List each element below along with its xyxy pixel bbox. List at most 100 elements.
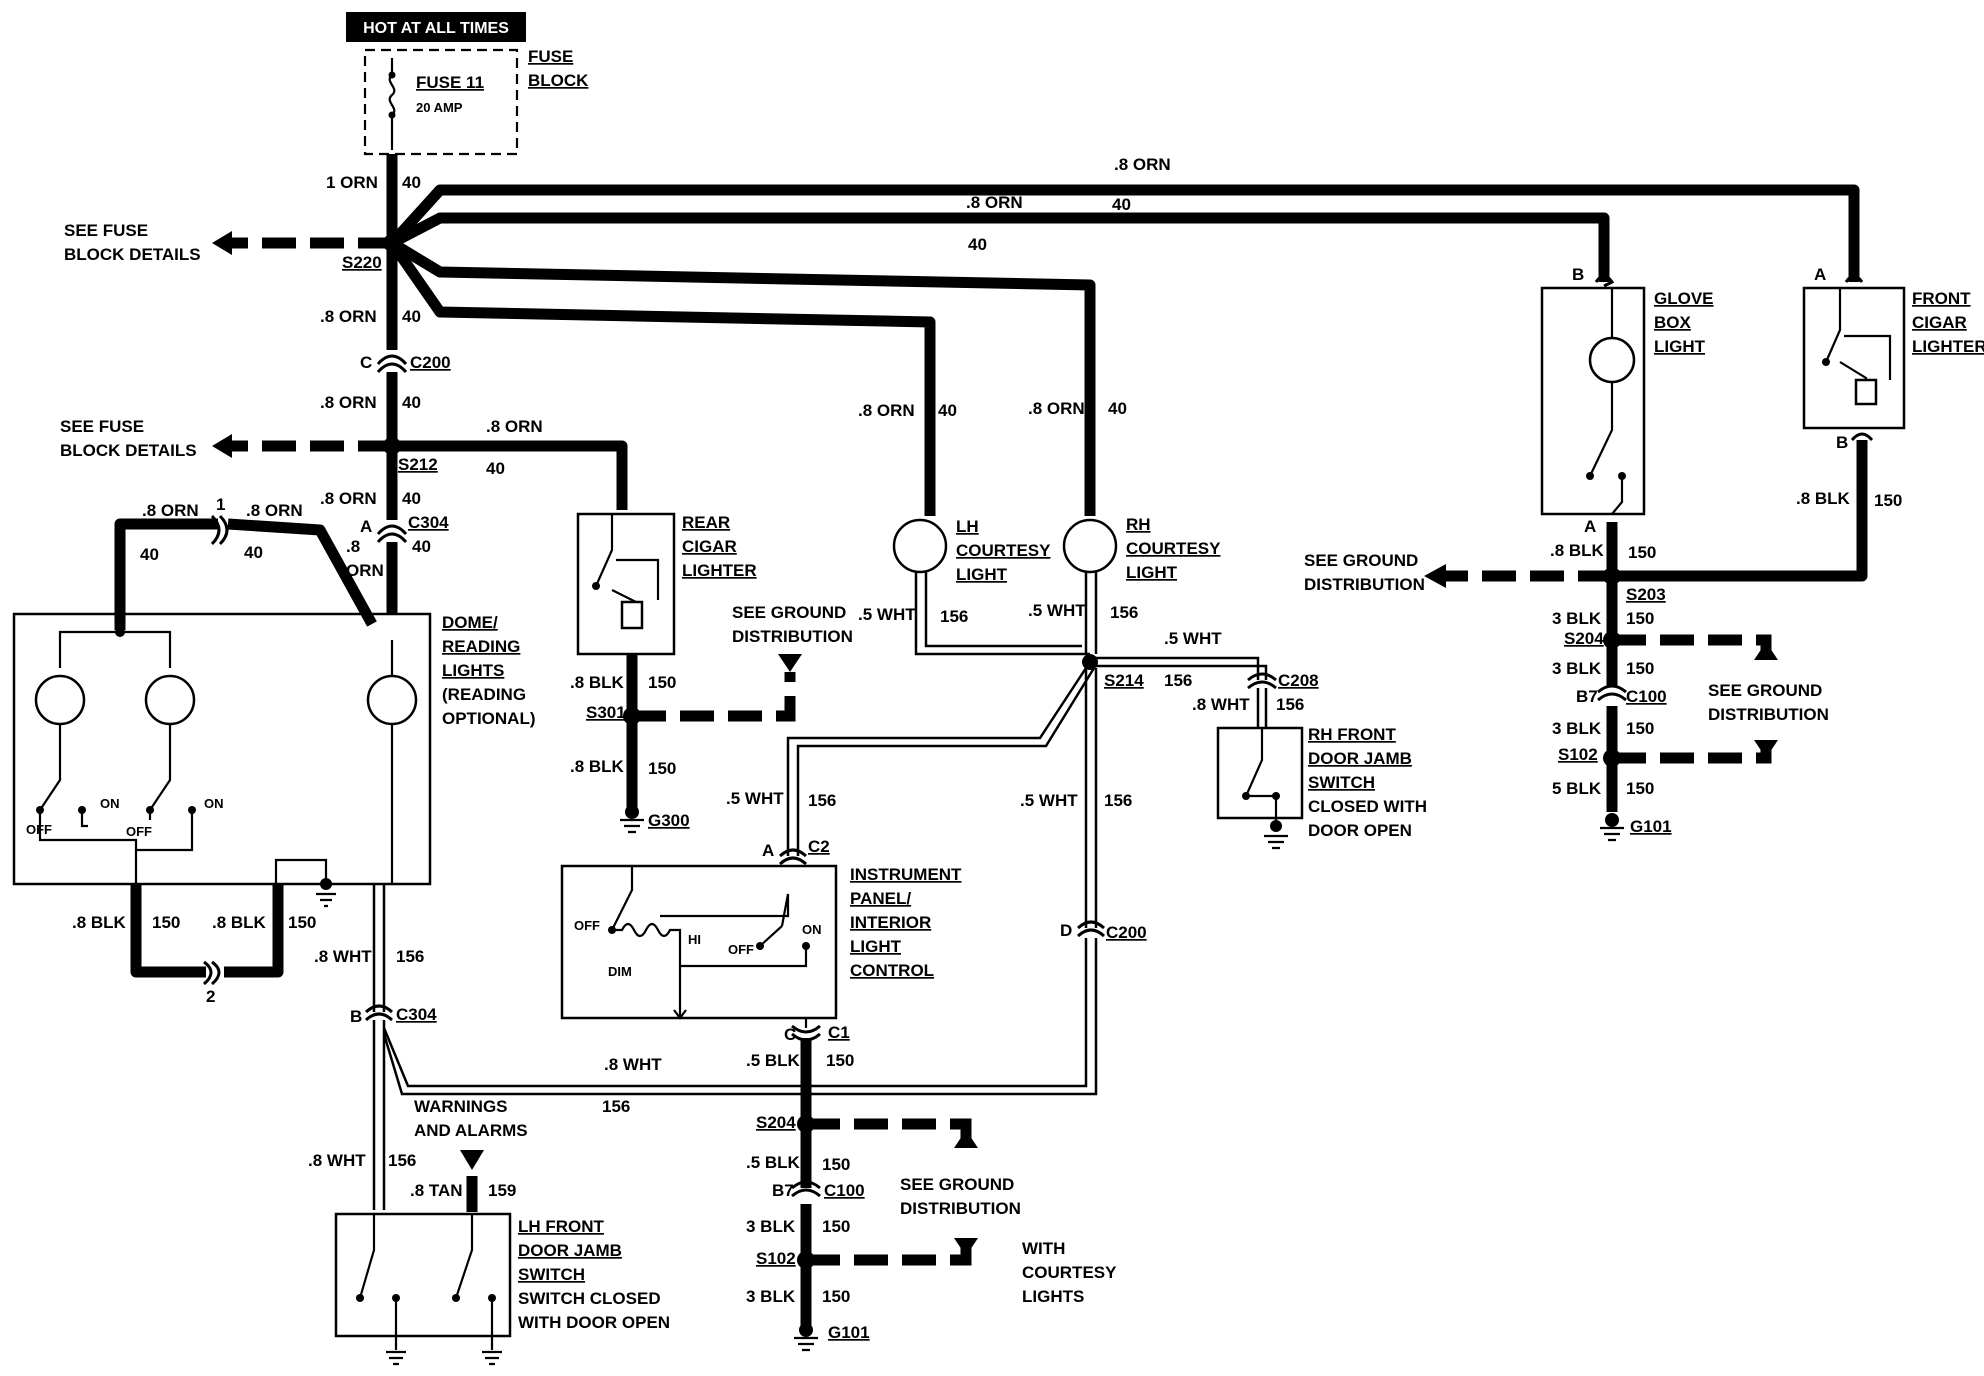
svg-text:SWITCH CLOSED: SWITCH CLOSED: [518, 1289, 661, 1308]
svg-text:40: 40: [486, 459, 505, 478]
svg-text:ON: ON: [100, 796, 120, 811]
label-c1: C1: [828, 1023, 850, 1042]
svg-text:.5 WHT: .5 WHT: [726, 789, 784, 808]
svg-text:LIGHT: LIGHT: [1126, 563, 1178, 582]
hot-at-all-times-banner: [346, 12, 526, 42]
svg-text:REAR: REAR: [682, 513, 730, 532]
svg-text:DISTRIBUTION: DISTRIBUTION: [1304, 575, 1425, 594]
svg-text:40: 40: [1108, 399, 1127, 418]
svg-text:150: 150: [1626, 719, 1654, 738]
svg-text:LIGHTER: LIGHTER: [1912, 337, 1984, 356]
svg-text:156: 156: [1110, 603, 1138, 622]
svg-text:150: 150: [152, 913, 180, 932]
svg-text:.5 BLK: .5 BLK: [746, 1153, 801, 1172]
wire-dome-feed-2: [227, 518, 377, 627]
branch-rear-cigar: [392, 440, 628, 510]
svg-text:150: 150: [1626, 779, 1654, 798]
svg-text:40: 40: [402, 489, 421, 508]
svg-text:PANEL/: PANEL/: [850, 889, 911, 908]
svg-text:.8 BLK: .8 BLK: [72, 913, 127, 932]
svg-text:WARNINGS: WARNINGS: [414, 1097, 508, 1116]
label-c2: C2: [808, 837, 830, 856]
svg-text:.8 ORN: .8 ORN: [1114, 155, 1171, 174]
splice-s214: [1082, 654, 1098, 670]
svg-text:CLOSED WITH: CLOSED WITH: [1308, 797, 1427, 816]
svg-text:156: 156: [396, 947, 424, 966]
svg-text:D: D: [1060, 921, 1072, 940]
label-s102-a: S102: [1558, 745, 1598, 764]
svg-text:ORN: ORN: [346, 561, 384, 580]
connector-c208: [1247, 672, 1277, 690]
svg-text:40: 40: [402, 393, 421, 412]
svg-text:B7: B7: [772, 1181, 794, 1200]
svg-text:FRONT: FRONT: [1912, 289, 1971, 308]
ground-dome: [316, 892, 336, 908]
branch-lh-courtesy: [387, 239, 936, 516]
svg-text:150: 150: [1626, 659, 1654, 678]
wire-front-cigar-blk: [1612, 440, 1868, 582]
label-s220: S220: [342, 253, 382, 272]
svg-text:150: 150: [822, 1217, 850, 1236]
svg-text:LH FRONT: LH FRONT: [518, 1217, 605, 1236]
svg-text:3 BLK: 3 BLK: [1552, 659, 1602, 678]
svg-text:3 BLK: 3 BLK: [746, 1287, 796, 1306]
svg-text:40: 40: [402, 173, 421, 192]
connector-c100-a: [1597, 684, 1627, 702]
label-s204-a: S204: [1564, 629, 1604, 648]
svg-text:SEE GROUND: SEE GROUND: [1708, 681, 1822, 700]
svg-text:LIGHTS: LIGHTS: [442, 661, 504, 680]
svg-text:INSTRUMENT: INSTRUMENT: [850, 865, 962, 884]
see-fuse-1-line2: BLOCK DETAILS: [64, 245, 201, 264]
svg-text:3 BLK: 3 BLK: [1552, 719, 1602, 738]
svg-text:B: B: [1572, 265, 1584, 284]
svg-text:40: 40: [402, 307, 421, 326]
rh-courtesy-lamp: [1062, 518, 1118, 574]
see-fuse-2-line2: BLOCK DETAILS: [60, 441, 197, 460]
connector-c2: [778, 848, 808, 866]
connector-c100-b: [791, 1180, 821, 1198]
label-s102-b: S102: [756, 1249, 796, 1268]
svg-text:B: B: [1836, 433, 1848, 452]
svg-text:150: 150: [1874, 491, 1902, 510]
svg-text:150: 150: [288, 913, 316, 932]
svg-text:SWITCH: SWITCH: [1308, 773, 1375, 792]
svg-text:A: A: [1814, 265, 1826, 284]
fuse-block-label-2: BLOCK: [528, 71, 589, 90]
svg-text:.8 ORN: .8 ORN: [320, 393, 377, 412]
ground-g101-b: [794, 1336, 818, 1352]
svg-text:3 BLK: 3 BLK: [746, 1217, 796, 1236]
svg-text:.8 WHT: .8 WHT: [604, 1055, 662, 1074]
see-fuse-2-line1: SEE FUSE: [60, 417, 144, 436]
dome-lamp-3: [366, 674, 418, 726]
svg-text:.8 BLK: .8 BLK: [1796, 489, 1851, 508]
hot-at-all-times-text: HOT AT ALL TIMES: [363, 20, 509, 37]
svg-text:WITH DOOR OPEN: WITH DOOR OPEN: [518, 1313, 670, 1332]
svg-text:.8 ORN: .8 ORN: [486, 417, 543, 436]
svg-text:3 BLK: 3 BLK: [1552, 609, 1602, 628]
svg-text:LH: LH: [956, 517, 979, 536]
svg-text:COURTESY: COURTESY: [956, 541, 1051, 560]
svg-text:156: 156: [602, 1097, 630, 1116]
wire-dome-wht-156: [372, 884, 386, 1012]
svg-text:CIGAR: CIGAR: [1912, 313, 1967, 332]
svg-text:INTERIOR: INTERIOR: [850, 913, 931, 932]
svg-text:.5 BLK: .5 BLK: [746, 1051, 801, 1070]
svg-text:150: 150: [1628, 543, 1656, 562]
rear-cigar-lighter-box: [576, 512, 676, 656]
label-g101-a: G101: [1630, 817, 1672, 836]
dome-lamp-2: [144, 674, 196, 726]
svg-text:150: 150: [648, 759, 676, 778]
svg-text:DISTRIBUTION: DISTRIBUTION: [900, 1199, 1021, 1218]
svg-text:ON: ON: [802, 922, 822, 937]
svg-text:WITH: WITH: [1022, 1239, 1065, 1258]
svg-text:C: C: [360, 353, 372, 372]
connector-c304-b: [364, 1004, 394, 1022]
svg-text:.8 ORN: .8 ORN: [320, 489, 377, 508]
svg-text:DIM: DIM: [608, 964, 632, 979]
svg-text:B: B: [350, 1007, 362, 1026]
svg-text:COURTESY: COURTESY: [1022, 1263, 1117, 1282]
svg-text:.5 WHT: .5 WHT: [858, 605, 916, 624]
svg-text:ON: ON: [204, 796, 224, 811]
wire-dome-blk-150: [130, 884, 284, 978]
svg-text:5 BLK: 5 BLK: [1552, 779, 1602, 798]
